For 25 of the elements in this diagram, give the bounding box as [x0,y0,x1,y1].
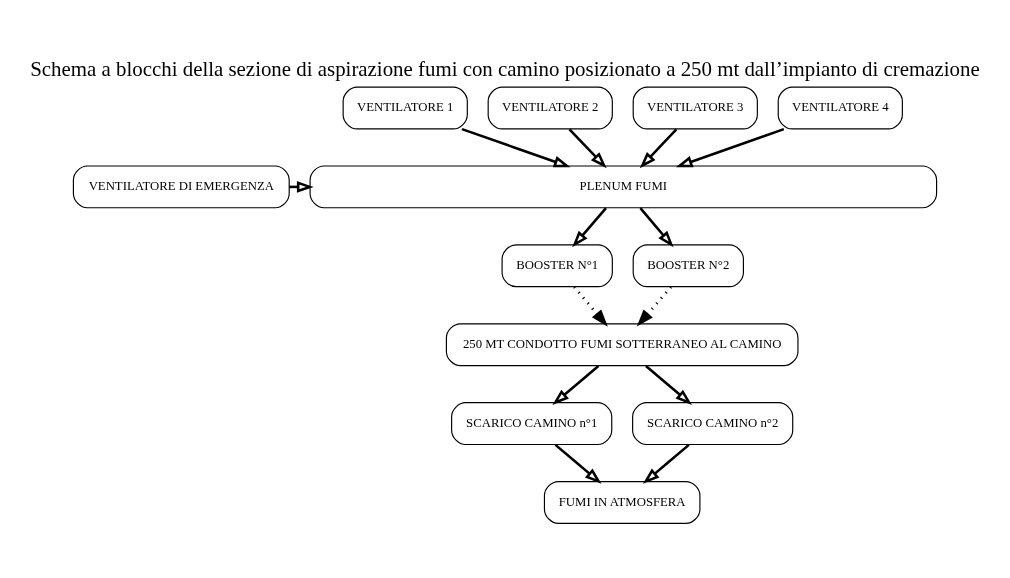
arrow [639,128,678,169]
node-box: SCARICO CAMINO n°1 [451,402,613,446]
arrow [675,127,785,168]
arrow [554,443,602,484]
arrow [568,128,607,169]
arrow [552,365,600,405]
diagram-title: Schema a blocchi della sezione di aspirazione fumi con camino posizionato a 250 mt dall’impianto di cremazione [30,56,980,81]
arrow [636,286,673,327]
arrow [572,207,607,248]
arrow [639,207,674,248]
node-box: SCARICO CAMINO n°2 [632,402,794,446]
node-box: VENTILATORE 2 [487,86,613,130]
node-box: 250 MT CONDOTTO FUMI SOTTERRANEO AL CAMINO [445,323,799,367]
node-box: VENTILATORE DI EMERGENZA [72,165,290,209]
node-box: BOOSTER N°2 [632,244,744,288]
node-box: BOOSTER N°1 [501,244,613,288]
node-box: FUMI IN ATMOSFERA [543,481,701,524]
node-box: VENTILATORE 1 [342,86,468,130]
arrow [645,365,692,405]
arrow [642,443,690,484]
node-box: VENTILATORE 4 [777,86,903,130]
arrow [461,127,571,168]
node-box: VENTILATORE 3 [632,86,758,130]
node-box: PLENUM FUMI [309,165,938,209]
arrow [573,286,608,327]
